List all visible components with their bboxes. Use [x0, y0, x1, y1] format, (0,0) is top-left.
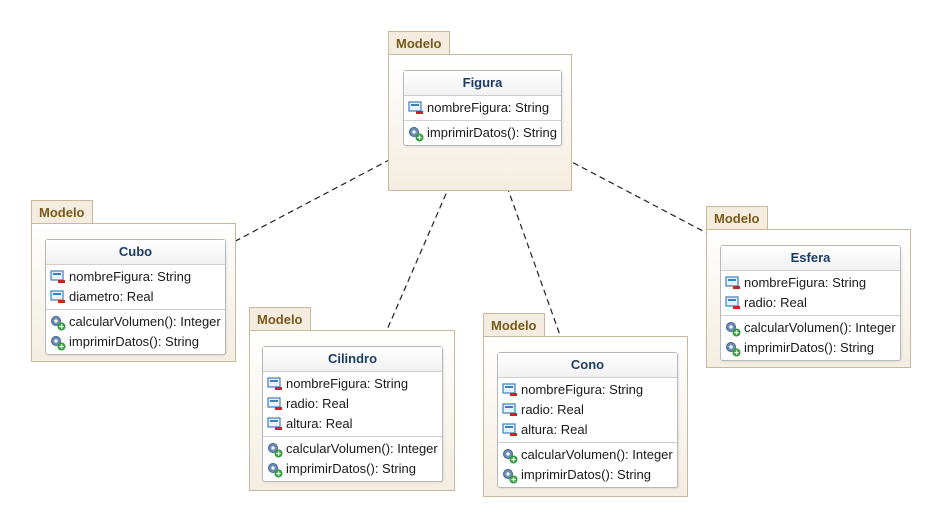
package-label: Modelo — [31, 200, 93, 224]
attributes-section: nombreFigura: String — [404, 96, 561, 121]
operation-row[interactable]: calcularVolumen(): Integer — [263, 439, 442, 459]
attribute-label: altura: Real — [521, 422, 588, 437]
operation-row[interactable]: calcularVolumen(): Integer — [498, 445, 677, 465]
attribute-label: nombreFigura: String — [427, 100, 550, 115]
attribute-label: radio: Real — [286, 396, 349, 411]
private-attribute-icon — [725, 296, 741, 310]
attribute-label: radio: Real — [521, 402, 584, 417]
public-operation-icon — [725, 321, 741, 337]
private-attribute-icon — [725, 276, 741, 290]
class-esfera[interactable]: Esfera nombreFigura: String radio: Real c… — [720, 245, 901, 361]
operation-row[interactable]: imprimirDatos(): String — [404, 123, 561, 143]
operations-section: calcularVolumen(): Integer imprimirDatos(… — [498, 443, 677, 487]
public-operation-icon — [267, 462, 283, 478]
private-attribute-icon — [502, 403, 518, 417]
attribute-row[interactable]: altura: Real — [498, 420, 677, 440]
class-figura[interactable]: Figura nombreFigura: String imprimirDato… — [403, 70, 562, 146]
attribute-row[interactable]: radio: Real — [498, 400, 677, 420]
attribute-row[interactable]: altura: Real — [263, 414, 442, 434]
attribute-row[interactable]: nombreFigura: String — [46, 267, 225, 287]
dependency-line-esfera[interactable] — [548, 149, 721, 241]
operation-row[interactable]: imprimirDatos(): String — [46, 332, 225, 352]
operation-row[interactable]: imprimirDatos(): String — [263, 459, 442, 479]
operation-label: imprimirDatos(): String — [744, 340, 875, 355]
operation-label: imprimirDatos(): String — [286, 461, 417, 476]
attribute-row[interactable]: radio: Real — [721, 293, 900, 313]
public-operation-icon — [50, 315, 66, 331]
public-operation-icon — [50, 335, 66, 351]
operation-row[interactable]: imprimirDatos(): String — [721, 338, 900, 358]
attributes-section: nombreFigura: String radio: Real — [721, 271, 900, 316]
public-operation-icon — [267, 442, 283, 458]
private-attribute-icon — [50, 290, 66, 304]
attribute-label: radio: Real — [744, 295, 807, 310]
attributes-section: nombreFigura: String radio: Real altura: R… — [263, 372, 442, 437]
operation-label: calcularVolumen(): Integer — [521, 447, 673, 462]
operation-row[interactable]: calcularVolumen(): Integer — [46, 312, 225, 332]
operation-label: calcularVolumen(): Integer — [744, 320, 896, 335]
operation-row[interactable]: imprimirDatos(): String — [498, 465, 677, 485]
public-operation-icon — [502, 468, 518, 484]
private-attribute-icon — [502, 423, 518, 437]
attribute-row[interactable]: nombreFigura: String — [721, 273, 900, 293]
private-attribute-icon — [502, 383, 518, 397]
class-name: Cubo — [46, 240, 225, 265]
public-operation-icon — [408, 126, 424, 142]
operation-label: imprimirDatos(): String — [69, 334, 200, 349]
attribute-label: nombreFigura: String — [744, 275, 867, 290]
class-cilindro[interactable]: Cilindro nombreFigura: String radio: Real… — [262, 346, 443, 482]
package-label: Modelo — [388, 31, 450, 55]
class-name: Cono — [498, 353, 677, 378]
attribute-label: nombreFigura: String — [69, 269, 192, 284]
class-cono[interactable]: Cono nombreFigura: String radio: Real altu… — [497, 352, 678, 488]
attribute-label: nombreFigura: String — [521, 382, 644, 397]
private-attribute-icon — [267, 397, 283, 411]
attribute-row[interactable]: nombreFigura: String — [404, 98, 561, 118]
attribute-row[interactable]: diametro: Real — [46, 287, 225, 307]
private-attribute-icon — [408, 101, 424, 115]
operations-section: calcularVolumen(): Integer imprimirDatos(… — [263, 437, 442, 481]
dependency-line-cubo[interactable] — [225, 149, 409, 247]
class-name: Figura — [404, 71, 561, 96]
class-name: Esfera — [721, 246, 900, 271]
public-operation-icon — [502, 448, 518, 464]
operations-section: imprimirDatos(): String — [404, 121, 561, 145]
dependency-line-cilindro[interactable] — [379, 149, 466, 347]
attribute-label: diametro: Real — [69, 289, 154, 304]
attributes-section: nombreFigura: String diametro: Real — [46, 265, 225, 310]
operations-section: calcularVolumen(): Integer imprimirDatos(… — [721, 316, 900, 360]
operation-row[interactable]: calcularVolumen(): Integer — [721, 318, 900, 338]
attribute-row[interactable]: nombreFigura: String — [263, 374, 442, 394]
operation-label: calcularVolumen(): Integer — [69, 314, 221, 329]
operation-label: calcularVolumen(): Integer — [286, 441, 438, 456]
public-operation-icon — [725, 341, 741, 357]
attributes-section: nombreFigura: String radio: Real altura: R… — [498, 378, 677, 443]
dependency-line-cono[interactable] — [493, 149, 567, 353]
private-attribute-icon — [50, 270, 66, 284]
attribute-label: nombreFigura: String — [286, 376, 409, 391]
attribute-label: altura: Real — [286, 416, 353, 431]
private-attribute-icon — [267, 377, 283, 391]
class-name: Cilindro — [263, 347, 442, 372]
operations-section: calcularVolumen(): Integer imprimirDatos(… — [46, 310, 225, 354]
package-label: Modelo — [249, 307, 311, 331]
attribute-row[interactable]: nombreFigura: String — [498, 380, 677, 400]
private-attribute-icon — [267, 417, 283, 431]
operation-label: imprimirDatos(): String — [427, 125, 558, 140]
attribute-row[interactable]: radio: Real — [263, 394, 442, 414]
operation-label: imprimirDatos(): String — [521, 467, 652, 482]
package-label: Modelo — [483, 313, 545, 337]
package-label: Modelo — [706, 206, 768, 230]
